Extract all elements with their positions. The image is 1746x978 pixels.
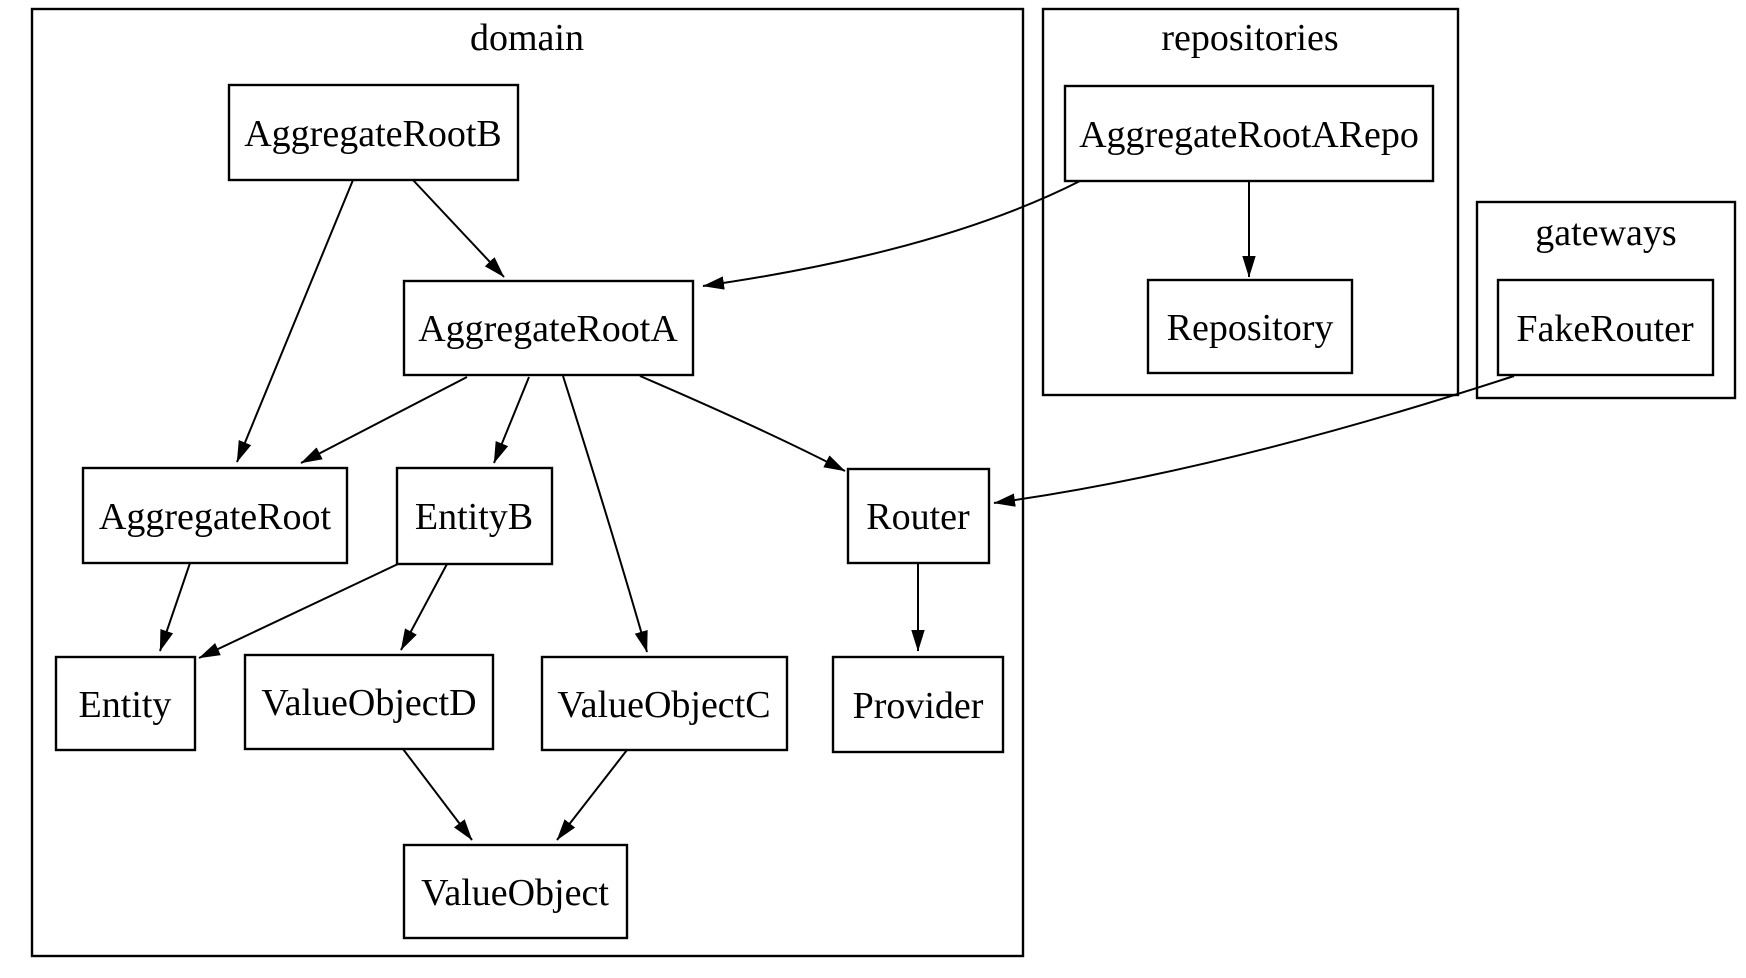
node-aggregateroot: AggregateRoot [81, 466, 349, 565]
node-label-fakerouter: FakeRouter [1516, 308, 1694, 350]
node-label-entityb: EntityB [415, 496, 533, 538]
node-box-valueobjectd [243, 653, 495, 751]
node-label-provider: Provider [853, 685, 984, 727]
cluster-domain-border [30, 7, 1025, 958]
edge-entityb-to-entity [198, 563, 399, 659]
node-label-aggregaterootarepo: AggregateRootARepo [1079, 114, 1419, 156]
edge-aggregaterootarepo-to-aggregateroota [702, 180, 1081, 290]
edge-aggregaterootb-to-aggregateroot [236, 179, 354, 463]
node-router: Router [846, 467, 991, 565]
node-label-aggregateroot: AggregateRoot [99, 496, 332, 538]
node-box-router [846, 467, 991, 565]
node-box-entityb [395, 466, 554, 566]
node-label-repository: Repository [1167, 307, 1334, 349]
node-valueobjectd: ValueObjectD [243, 653, 495, 751]
node-box-aggregaterootb [227, 83, 520, 182]
node-provider: Provider [831, 655, 1005, 754]
cluster-label-domain: domain [470, 17, 584, 59]
node-label-entity: Entity [79, 684, 172, 726]
node-box-entity [54, 655, 197, 752]
node-box-aggregateroot [81, 466, 349, 565]
edge-aggregateroot-to-entity [159, 562, 191, 652]
edge-entityb-to-valueobjectd [400, 563, 448, 651]
edge-aggregateroota-to-router [639, 375, 846, 472]
node-entityb: EntityB [395, 466, 554, 566]
cluster-label-gateways: gateways [1535, 212, 1676, 254]
edge-aggregateroota-to-entityb [493, 376, 530, 464]
edge-aggregaterootb-to-aggregateroota [412, 179, 505, 278]
node-label-valueobjectd: ValueObjectD [261, 682, 476, 724]
node-box-provider [831, 655, 1005, 754]
node-aggregaterootarepo: AggregateRootARepo [1063, 84, 1435, 183]
edge-valueobjectc-to-valueobject [556, 749, 628, 841]
edge-valueobjectd-to-valueobject [402, 748, 473, 841]
node-label-aggregaterootb: AggregateRootB [244, 113, 502, 155]
cluster-label-repositories: repositories [1161, 17, 1338, 59]
node-box-aggregateroota [402, 279, 695, 377]
node-box-valueobject [402, 843, 629, 940]
node-label-valueobjectc: ValueObjectC [557, 684, 770, 726]
edge-aggregateroota-to-valueobjectc [562, 375, 648, 653]
node-label-aggregateroota: AggregateRootA [418, 308, 678, 350]
node-label-router: Router [866, 496, 970, 538]
node-box-fakerouter [1496, 278, 1715, 377]
node-entity: Entity [54, 655, 197, 752]
node-box-repository [1146, 278, 1354, 375]
node-valueobject: ValueObject [402, 843, 629, 940]
node-repository: Repository [1146, 278, 1354, 375]
node-box-aggregaterootarepo [1063, 84, 1435, 183]
node-label-valueobject: ValueObject [421, 872, 609, 914]
node-aggregaterootb: AggregateRootB [227, 83, 520, 182]
node-fakerouter: FakeRouter [1496, 278, 1715, 377]
node-valueobjectc: ValueObjectC [540, 655, 789, 752]
edge-fakerouter-to-router [993, 375, 1515, 507]
cluster-gateways-border [1475, 200, 1737, 400]
node-box-valueobjectc [540, 655, 789, 752]
cluster-repositories-border [1041, 7, 1460, 397]
edge-aggregateroota-to-aggregateroot [300, 376, 468, 464]
node-aggregateroota: AggregateRootA [402, 279, 695, 377]
